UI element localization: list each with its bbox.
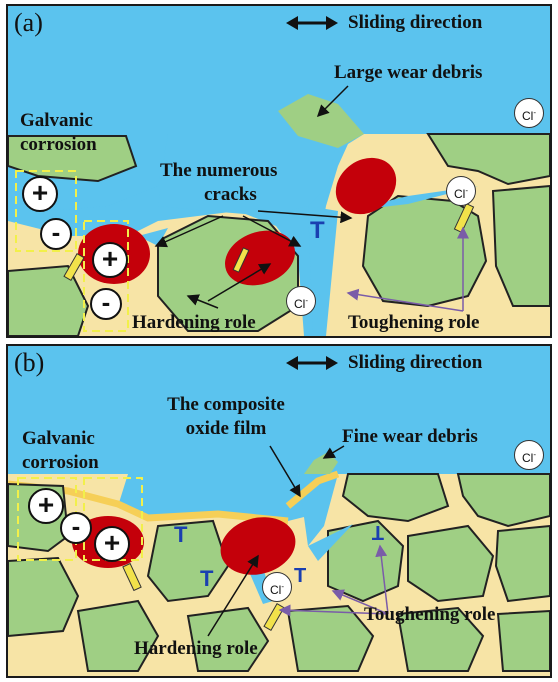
hardening-role-label: Hardening role (134, 638, 258, 659)
panel-b-illustration: T T T T (8, 346, 550, 672)
galvanic-corrosion-label-line1: Galvanic (22, 428, 95, 449)
grain (407, 524, 495, 603)
oxide-bridge (122, 562, 142, 592)
grain (146, 519, 230, 603)
chloride-ion: Cl- (446, 176, 476, 206)
electrolyte-region (8, 346, 550, 474)
grain (8, 556, 80, 638)
chloride-ion: Cl- (262, 572, 292, 602)
toughening-role-label: Toughening role (348, 312, 480, 333)
sliding-direction-label: Sliding direction (348, 352, 483, 373)
numerous-cracks-label-line1: The numerous (160, 160, 278, 181)
grain (494, 524, 550, 603)
dislocation-symbol: T (200, 566, 214, 591)
debris-pointer (322, 445, 345, 459)
particle-plus-symbol: + (94, 526, 130, 562)
hard-particle (225, 230, 295, 286)
anode-plus-symbol: + (22, 176, 58, 212)
toughening-pointer (331, 589, 389, 615)
crack-pointer (154, 215, 224, 248)
grain (491, 184, 550, 307)
grain (396, 606, 485, 672)
chloride-ion: Cl- (286, 286, 316, 316)
large-wear-debris (278, 94, 364, 148)
debris-pointer (316, 85, 349, 118)
toughening-pointer (278, 604, 389, 617)
grain (496, 609, 550, 672)
oxide-bridge (263, 603, 285, 631)
cathode-minus-symbol: - (60, 512, 92, 544)
toughening-pointer (346, 288, 464, 312)
galvanic-corrosion-label-line1: Galvanic (20, 110, 93, 131)
anode-plus-symbol: + (28, 488, 64, 524)
hardening-role-label: Hardening role (132, 312, 256, 333)
cathode-minus-symbol: - (90, 288, 122, 320)
oxide-bridge (63, 253, 85, 281)
galvanic-zone-box (15, 170, 77, 252)
panel-label: (a) (14, 8, 43, 37)
panel-a-illustration: T (8, 6, 550, 336)
sliding-direction-label: Sliding direction (348, 12, 483, 33)
galvanic-corrosion-label-line2: corrosion (20, 134, 97, 155)
oxide-bridge (232, 247, 250, 273)
hard-particle (335, 157, 397, 215)
grain (8, 264, 90, 336)
large-wear-debris-label: Large wear debris (334, 62, 483, 83)
crack-pointer (257, 210, 353, 224)
toughening-pointer (375, 544, 389, 615)
hardening-pointer (186, 294, 219, 309)
grain (76, 599, 160, 672)
particle-plus-symbol: + (92, 242, 128, 278)
crack (308, 524, 353, 561)
grain (426, 133, 550, 186)
chloride-ion: Cl- (514, 440, 544, 470)
grain (456, 473, 550, 528)
dislocation-symbol: T (310, 217, 325, 244)
film-pointer (269, 445, 301, 498)
grain (186, 606, 270, 672)
panel-b: T T T T (b) Sliding direction The compos… (6, 344, 552, 678)
composite-oxide-film-label-line1: The composite (167, 394, 285, 415)
hardening-pointer (207, 554, 259, 637)
dislocation-symbol: T (174, 522, 188, 547)
chloride-ion: Cl- (514, 98, 544, 128)
panel-a: T (a) Sliding direction Large wear debri… (6, 4, 552, 338)
numerous-cracks-label-line2: cracks (204, 184, 257, 205)
fine-wear-debris-label: Fine wear debris (342, 426, 478, 447)
galvanic-corrosion-label-line2: corrosion (22, 452, 99, 473)
galvanic-zone-box (83, 220, 129, 332)
grain (341, 473, 450, 523)
grain (286, 604, 375, 672)
dislocation-symbol: T (372, 521, 384, 543)
panel-label: (b) (14, 348, 45, 377)
composite-oxide-film-label-line2: oxide film (185, 418, 267, 439)
hard-particle (220, 517, 296, 575)
cathode-minus-symbol: - (40, 218, 72, 250)
grain (8, 135, 138, 183)
composite-oxide-film (285, 470, 340, 509)
toughening-role-label: Toughening role (364, 604, 496, 625)
dislocation-symbol: T (294, 565, 306, 587)
hardening-pointer (207, 263, 272, 302)
crack-pointer (242, 215, 302, 247)
